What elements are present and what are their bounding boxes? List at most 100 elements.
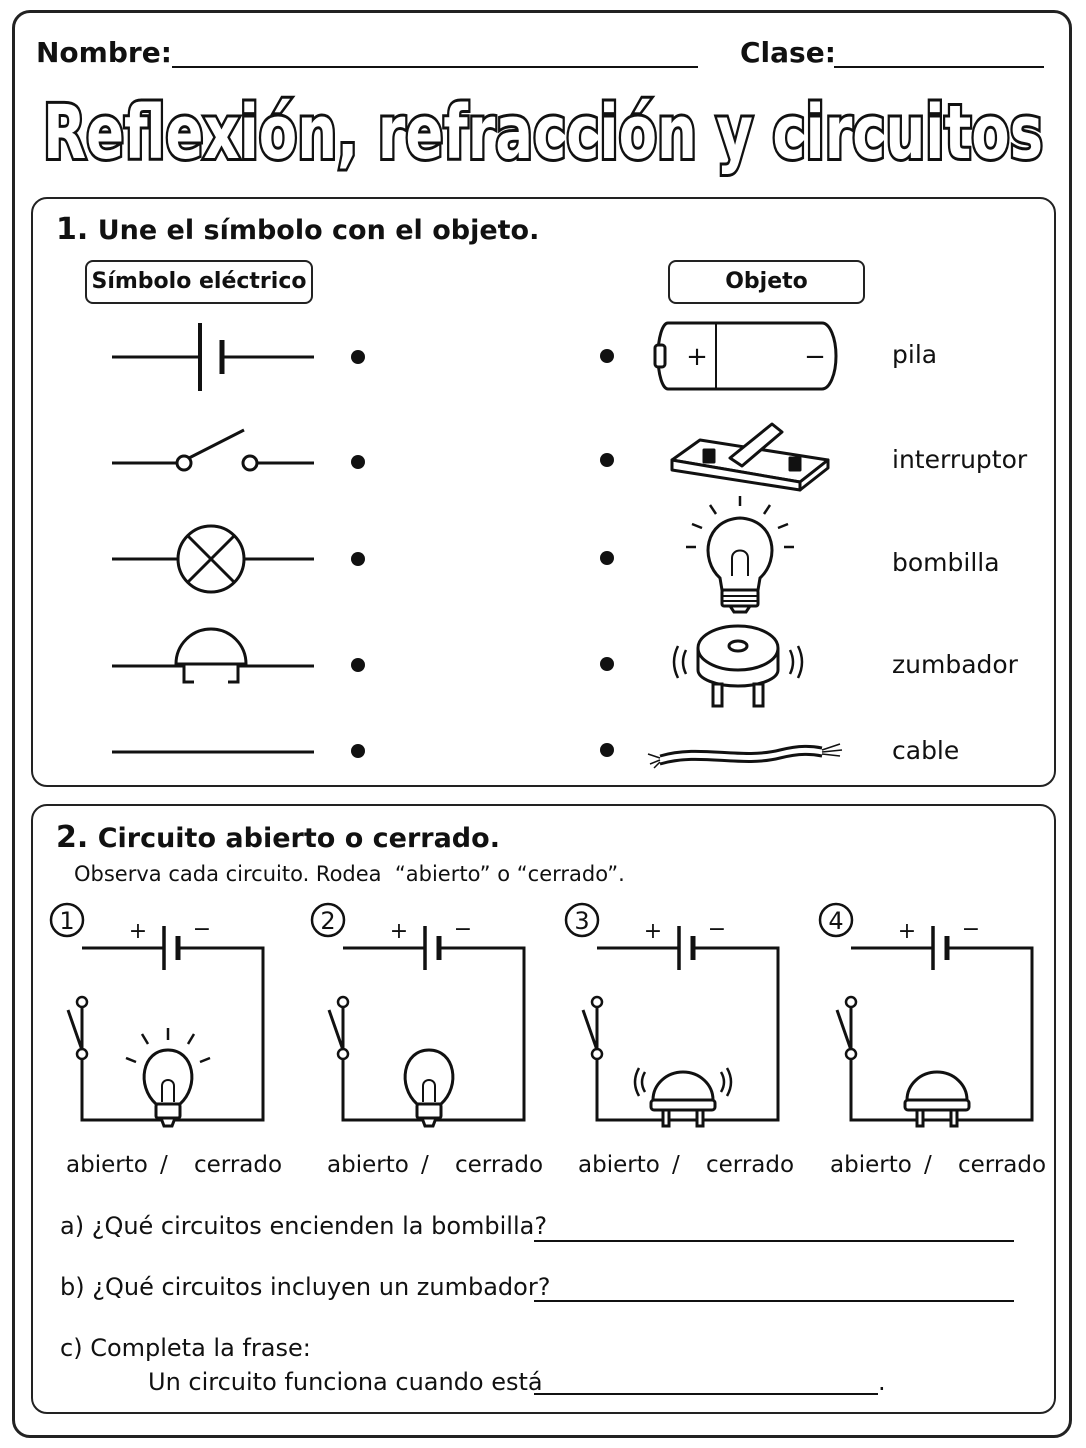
- circuit-2-switch-bottom: [336, 1047, 350, 1061]
- circuit-4-switch-top: [844, 995, 858, 1009]
- symbol-dot-2[interactable]: [351, 455, 365, 469]
- object-label-interruptor: interruptor: [892, 445, 1028, 474]
- section1-heading: 1. Une el símbolo con el objeto.: [56, 212, 539, 247]
- circuit-3-open-choice[interactable]: abierto: [578, 1152, 660, 1178]
- section-match-symbols: [31, 197, 1056, 787]
- circuits-drawing: 1+−2+−3+−4+−: [49, 902, 1034, 1128]
- object-column-header: Objeto: [668, 260, 865, 304]
- circuit-3-sound-waves: [633, 1067, 733, 1097]
- circuit-2-plus: +: [390, 919, 408, 944]
- circuit-2-bulb-icon: [403, 1048, 455, 1128]
- circuit-3-switch-top: [590, 995, 604, 1009]
- circuit-1-switch-top: [75, 995, 89, 1009]
- circuit-1-switch-bottom: [75, 1047, 89, 1061]
- symbol-dot-4[interactable]: [351, 658, 365, 672]
- section2-instruction: Observa cada circuito. Rodea “abierto” o…: [74, 862, 625, 886]
- circuit-4-buzzer-icon: [903, 1070, 971, 1128]
- circuit-4-open-choice[interactable]: abierto: [830, 1152, 912, 1178]
- circuit-4-number: 4: [828, 907, 843, 935]
- answer-b-line[interactable]: [534, 1300, 1014, 1302]
- circuit-3-separator: /: [672, 1152, 680, 1178]
- switch-icon: [670, 422, 830, 492]
- circuit-2-separator: /: [421, 1152, 429, 1178]
- circuit-2-open-choice[interactable]: abierto: [327, 1152, 409, 1178]
- circuit-3-buzzer-icon: [649, 1070, 717, 1128]
- circuit-1-open-choice[interactable]: abierto: [66, 1152, 148, 1178]
- symbol-dot-1[interactable]: [351, 350, 365, 364]
- object-dot-2[interactable]: [600, 453, 614, 467]
- circuit-4-switch-bottom: [844, 1047, 858, 1061]
- circuit-1-number: 1: [59, 907, 74, 935]
- circuit-4-minus: −: [962, 917, 980, 942]
- switch-symbol: [112, 428, 314, 472]
- circuit-4: 4 + −: [818, 902, 1034, 1128]
- object-dot-3[interactable]: [600, 551, 614, 565]
- answer-c-line[interactable]: [534, 1393, 878, 1395]
- name-label: Nombre:: [36, 36, 172, 69]
- page-title: Reflexión, refracción y circuitos: [40, 87, 1046, 179]
- light-bulb-icon: [686, 496, 794, 614]
- battery-symbol: [112, 323, 314, 391]
- circuit-2-number-badge: [310, 902, 346, 938]
- page-title-text: Reflexión, refracción y circuitos: [43, 90, 1043, 176]
- worksheet-border: [12, 10, 1072, 1438]
- circuit-2: 2 + −: [310, 902, 526, 1128]
- circuit-1-switch-lever: [66, 1009, 84, 1051]
- circuit-2-minus: −: [454, 917, 472, 942]
- circuit-1-light-rays: [125, 1028, 211, 1064]
- circuit-4-switch-lever: [835, 1009, 853, 1051]
- symbol-dot-5[interactable]: [351, 744, 365, 758]
- circuit-4-number-badge: [818, 902, 854, 938]
- question-c: c) Completa la frase:: [60, 1334, 311, 1362]
- lamp-symbol: [112, 524, 314, 594]
- battery-plus: +: [686, 342, 708, 372]
- circuit-4-plus: +: [898, 919, 916, 944]
- circuit-1-number-badge: [49, 902, 85, 938]
- circuit-2-closed-choice[interactable]: cerrado: [455, 1152, 544, 1178]
- symbols-drawing: [112, 323, 314, 754]
- class-field[interactable]: [834, 66, 1044, 68]
- circuit-4-closed-choice[interactable]: cerrado: [958, 1152, 1047, 1178]
- object-dot-5[interactable]: [600, 743, 614, 757]
- buzzer-icon: [672, 624, 804, 708]
- object-dot-1[interactable]: [600, 349, 614, 363]
- answer-a-line[interactable]: [534, 1240, 1014, 1242]
- circuit-1-separator: /: [160, 1152, 168, 1178]
- object-dot-4[interactable]: [600, 657, 614, 671]
- circuit-3-number: 3: [574, 907, 589, 935]
- circuit-2-number: 2: [320, 907, 335, 935]
- question-c-sentence: Un circuito funciona cuando está: [148, 1368, 543, 1396]
- symbol-column-header: Símbolo eléctrico: [85, 260, 313, 304]
- circuit-1-closed-choice[interactable]: cerrado: [194, 1152, 283, 1178]
- circuit-3-number-badge: [564, 902, 600, 938]
- section2-number: 2.: [56, 820, 89, 855]
- circuit-1-plus: +: [129, 919, 147, 944]
- buzzer-symbol: [112, 627, 314, 684]
- object-label-bombilla: bombilla: [892, 548, 1000, 577]
- circuit-2-switch-lever: [327, 1009, 345, 1051]
- question-c-period: .: [878, 1368, 886, 1396]
- circuit-1-bulb-icon: [142, 1048, 194, 1128]
- wire-icon: [647, 743, 843, 769]
- battery-icon: + −: [653, 321, 838, 391]
- section1-title: Une el símbolo con el objeto.: [97, 215, 540, 246]
- circuit-2-switch-top: [336, 995, 350, 1009]
- object-label-pila: pila: [892, 340, 938, 369]
- circuit-3-minus: −: [708, 917, 726, 942]
- section1-number: 1.: [56, 212, 89, 247]
- battery-minus: −: [804, 342, 826, 372]
- circuit-3-closed-choice[interactable]: cerrado: [706, 1152, 795, 1178]
- question-a: a) ¿Qué circuitos encienden la bombilla?: [60, 1212, 548, 1240]
- circuit-1-minus: −: [193, 917, 211, 942]
- circuit-1: 1 + −: [49, 902, 265, 1128]
- objects-drawing: + −: [647, 321, 843, 769]
- section2-title: Circuito abierto o cerrado.: [97, 823, 500, 854]
- circuit-4-separator: /: [924, 1152, 932, 1178]
- circuit-3: 3+−: [564, 902, 780, 1128]
- object-label-cable: cable: [892, 736, 960, 765]
- section2-heading: 2. Circuito abierto o cerrado.: [56, 820, 500, 855]
- symbol-dot-3[interactable]: [351, 552, 365, 566]
- class-label: Clase:: [740, 36, 836, 69]
- name-field[interactable]: [172, 66, 698, 68]
- circuit-3-switch-bottom: [590, 1047, 604, 1061]
